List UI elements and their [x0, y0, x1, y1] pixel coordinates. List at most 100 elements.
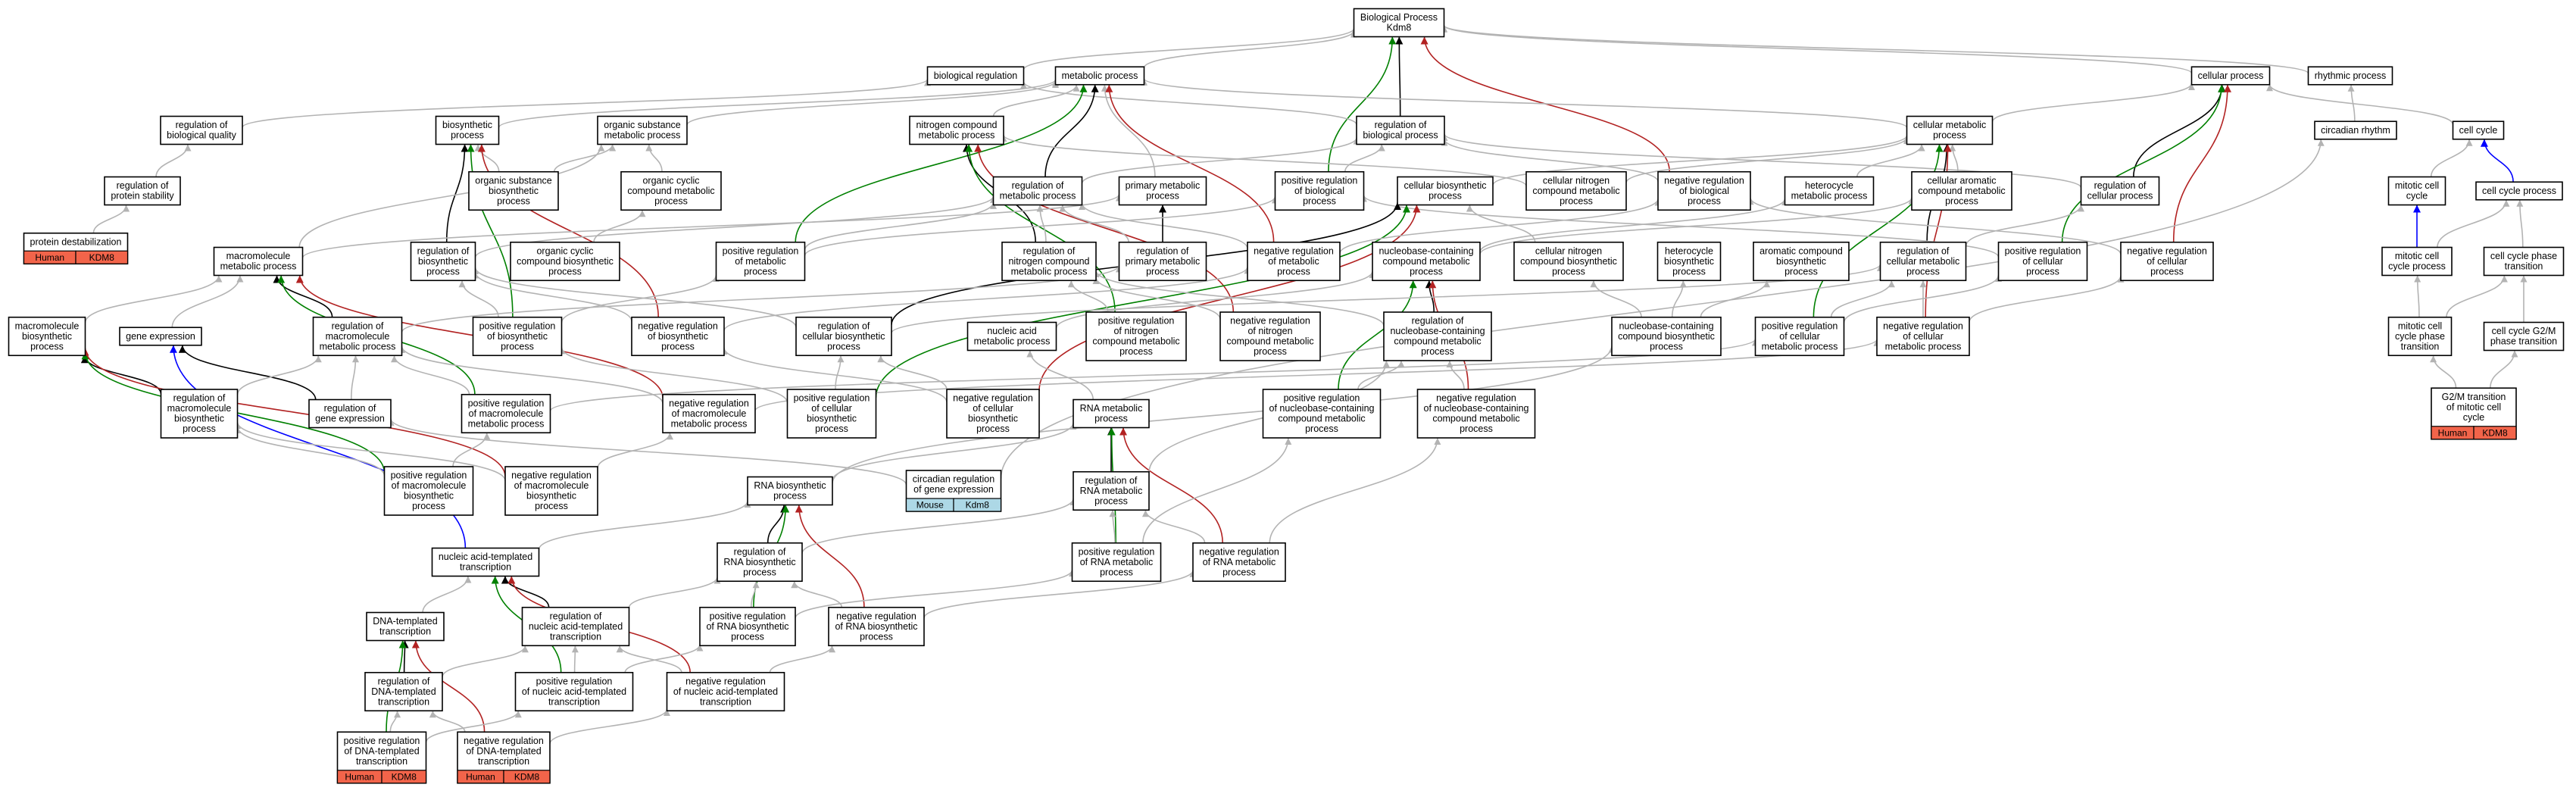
- go-term-circ[interactable]: circadian rhythm: [2314, 120, 2397, 140]
- go-term-label-line: of DNA-templated: [344, 745, 419, 756]
- go-term-label-line: negative regulation: [953, 393, 1033, 404]
- go-term-regmacrobp[interactable]: regulation ofmacromoleculebiosyntheticpr…: [160, 389, 239, 439]
- go-term-label-line: negative regulation: [836, 611, 916, 621]
- edge-is-a: [2437, 199, 2510, 248]
- go-term-cellcycle[interactable]: cell cycle: [2452, 120, 2505, 140]
- go-term-cellp[interactable]: cellular process: [2190, 66, 2271, 86]
- go-term-gexp[interactable]: gene expression: [119, 327, 202, 346]
- go-term-meta[interactable]: metabolic process: [1054, 66, 1145, 86]
- go-term-label-line: nitrogen compound: [1008, 256, 1089, 267]
- go-term-label-line: nitrogen compound: [916, 120, 997, 130]
- go-term-label-line: negative regulation: [1436, 393, 1516, 404]
- go-term-label-line: nucleic acid-templated: [439, 552, 532, 562]
- edge-is-a: [236, 355, 322, 395]
- go-term-breg[interactable]: biological regulation: [926, 66, 1025, 86]
- go-term-label-line: process: [1945, 195, 1978, 206]
- go-term-label-line: metabolic process: [1762, 341, 1838, 352]
- go-term-label-line: negative regulation: [2127, 245, 2207, 256]
- go-term-label-line: process: [1277, 266, 1310, 277]
- go-term-rhythm[interactable]: rhythmic process: [2307, 66, 2393, 86]
- go-term-regnbcmp[interactable]: regulation ofnucleobase-containingcompou…: [1383, 311, 1492, 361]
- go-term-ccp[interactable]: cell cycle process: [2475, 181, 2563, 201]
